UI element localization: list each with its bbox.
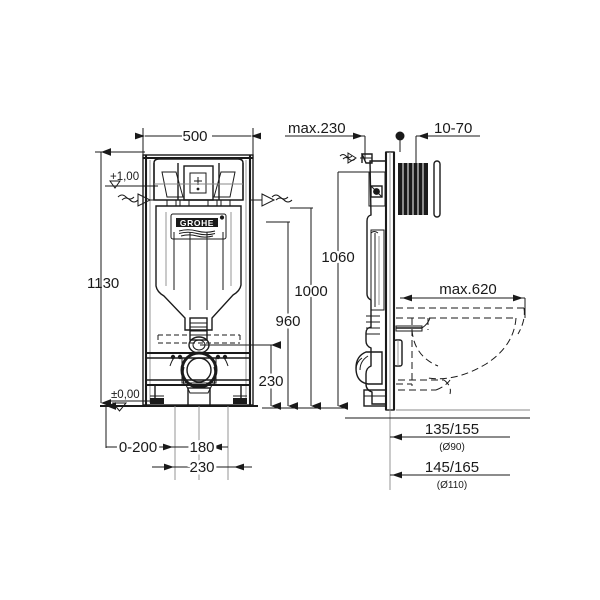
dim-vertical-stack: 1060 1000 960 230 [200,171,372,410]
dim-label-dia-110: (Ø110) [437,480,467,491]
dim-label-500: 500 [182,128,207,145]
dim-bottom-left: 0-200 180 230 [105,402,252,480]
wc-bowl-projection: max.620 [393,279,526,395]
dim-label-dia-90: (Ø90) [439,442,465,453]
grohe-logo-plate: GROHE [170,213,227,240]
dim-label-230-horiz: 230 [189,459,214,476]
dim-label-max230: max.230 [288,120,346,137]
dim-max230: max.230 [285,120,366,160]
side-view [339,151,441,411]
dim-label-0-200: 0-200 [119,439,157,456]
dim-height-1130: 1130 [87,148,145,407]
dim-label-960: 960 [275,313,300,330]
grohe-wordmark: GROHE [180,218,214,228]
level-marker-top: +1,00 [105,171,160,207]
break-symbol-right [250,193,293,207]
level-label-floor: ±0,00 [111,389,140,401]
level-label-top: +1,00 [110,171,139,183]
dim-label-180: 180 [189,439,214,456]
dim-label-10-70: 10-70 [434,120,472,137]
dim-label-1000: 1000 [294,283,327,300]
dim-label-1060: 1060 [321,249,354,266]
dim-outlet-sizes: 135/155 (Ø90) 145/165 (Ø110) [345,409,530,491]
front-view-frame: GROHE [100,154,258,408]
dim-label-145-165: 145/165 [425,459,479,476]
dim-width-500: 500 [135,128,261,158]
dim-label-135-155: 135/155 [425,421,479,438]
dim-label-230-vert: 230 [258,373,283,390]
level-marker-floor: ±0,00 [108,389,160,412]
dim-label-max620: max.620 [439,281,497,298]
dim-label-1130: 1130 [87,275,119,292]
